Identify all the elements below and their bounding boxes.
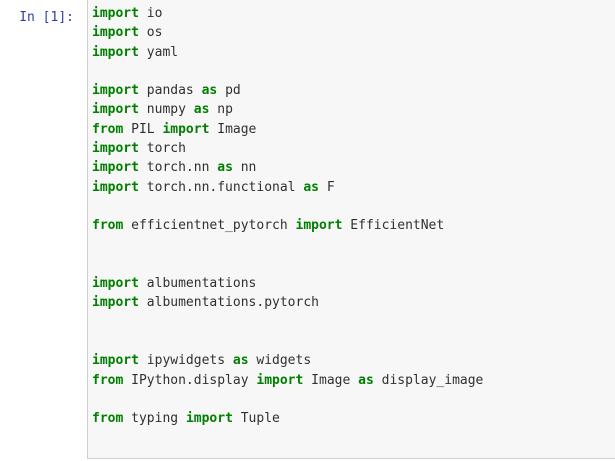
code-line[interactable]: import numpy as np (92, 100, 615, 119)
code-keyword: from (92, 218, 124, 234)
code-line[interactable]: from IPython.display import Image as dis… (92, 371, 615, 390)
code-identifier: Image (209, 121, 257, 137)
code-identifier: PIL (123, 121, 163, 137)
code-identifier: albumentations.pytorch (138, 295, 319, 311)
code-keyword: import (92, 160, 139, 176)
code-keyword: import (92, 102, 139, 118)
code-identifier: IPython.display (123, 372, 257, 388)
code-keyword: import (92, 295, 139, 311)
code-line[interactable]: import os (92, 23, 615, 42)
code-identifier: torch.nn (138, 160, 218, 176)
code-identifier: Tuple (232, 411, 280, 427)
code-line-blank[interactable]: ​ (92, 197, 615, 216)
code-keyword: from (92, 411, 124, 427)
code-keyword: from (92, 121, 124, 137)
code-keyword: import (92, 6, 139, 21)
code-keyword: as (303, 179, 319, 195)
code-line[interactable]: import pandas as pd (92, 81, 615, 100)
code-line-blank[interactable]: ​ (92, 390, 615, 409)
code-line[interactable]: import albumentations (92, 274, 615, 293)
code-identifier: ipywidgets (138, 353, 233, 369)
code-identifier: EfficientNet (342, 218, 445, 234)
code-identifier: widgets (248, 353, 312, 369)
code-line[interactable]: import io (92, 4, 615, 23)
code-keyword: import (162, 121, 210, 137)
code-line-blank[interactable]: ​ (92, 62, 615, 81)
code-keyword: import (92, 353, 139, 369)
code-identifier: efficientnet_pytorch (123, 218, 296, 234)
code-identifier: F (319, 179, 335, 195)
code-keyword: as (201, 83, 218, 99)
code-keyword: from (92, 372, 124, 388)
code-keyword: import (92, 141, 139, 157)
code-line-blank[interactable]: ​ (92, 255, 615, 274)
code-line[interactable]: import torch.nn.functional as F (92, 178, 615, 197)
code-line[interactable]: import ipywidgets as widgets (92, 351, 615, 370)
code-identifier: Image (303, 372, 359, 388)
code-keyword: import (92, 25, 139, 41)
code-line[interactable]: import yaml (92, 43, 615, 62)
code-keyword: as (232, 353, 249, 369)
code-identifier: nn (232, 160, 257, 176)
code-keyword: import (92, 179, 139, 195)
code-line[interactable]: from PIL import Image (92, 120, 615, 139)
code-keyword: import (295, 218, 343, 234)
code-identifier: pandas (138, 83, 202, 99)
code-identifier: io (138, 6, 163, 21)
code-keyword: as (193, 102, 210, 118)
code-keyword: import (92, 44, 139, 60)
code-identifier: os (138, 25, 163, 41)
cell-execution-prompt: In [1]: (0, 0, 87, 28)
code-line-blank[interactable]: ​ (92, 236, 615, 255)
code-line[interactable]: from efficientnet_pytorch import Efficie… (92, 216, 615, 235)
code-identifier: numpy (138, 102, 194, 118)
code-line[interactable]: from typing import Tuple (92, 409, 615, 428)
code-line-blank[interactable]: ​ (92, 313, 615, 332)
code-identifier: np (209, 102, 233, 118)
code-keyword: import (92, 276, 139, 292)
code-identifier: torch (138, 141, 186, 157)
code-identifier: pd (217, 83, 241, 99)
code-line[interactable]: import torch (92, 139, 615, 158)
code-line[interactable]: import torch.nn as nn (92, 158, 615, 177)
code-identifier: typing (123, 411, 186, 427)
code-keyword: import (256, 372, 304, 388)
code-line-blank[interactable]: ​ (92, 332, 615, 351)
code-keyword: import (185, 411, 233, 427)
code-keyword: as (217, 160, 233, 176)
code-identifier: torch.nn.functional (138, 179, 304, 195)
code-keyword: as (358, 372, 374, 388)
code-line-blank[interactable]: ​ (92, 429, 615, 448)
code-line[interactable]: import albumentations.pytorch (92, 293, 615, 312)
code-identifier: albumentations (138, 276, 257, 292)
code-identifier: yaml (138, 44, 179, 60)
code-keyword: import (92, 83, 139, 99)
code-identifier: display_image (373, 372, 484, 388)
